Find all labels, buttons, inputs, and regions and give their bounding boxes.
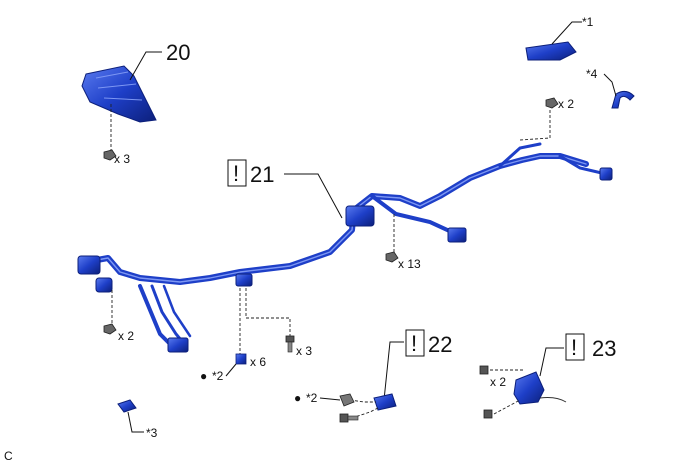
leader-20: [129, 51, 162, 81]
bullet-22: ●: [294, 391, 301, 405]
part-21-wire-harness: [77, 142, 613, 353]
callout-23: 23: [592, 336, 616, 361]
corner-code: C: [4, 449, 13, 463]
clip-icon-mid: [235, 353, 247, 365]
bolt-icon-23b: [483, 409, 493, 419]
callout-20: 20: [166, 40, 190, 65]
leader-21: [284, 173, 343, 219]
bolt-icon-mid: [285, 335, 295, 353]
note1-part: [525, 41, 577, 61]
bullet-mid: ●: [200, 369, 207, 383]
callout-22: 22: [428, 332, 452, 357]
caution-mark-23: !: [571, 335, 577, 360]
qty-top-right-clips: x 2: [558, 97, 574, 111]
note-4: *4: [586, 67, 598, 81]
caution-box-22: !: [405, 329, 425, 357]
part-23-bracket: [513, 371, 567, 405]
leader-note1: [551, 21, 582, 45]
qty-harness-clips: x 13: [398, 257, 421, 271]
leader-note2b: [319, 397, 341, 401]
leader-note3: [127, 411, 144, 433]
caution-mark-21: !: [233, 161, 239, 186]
clip-icon-20: [103, 149, 117, 161]
qty-20-clips: x 3: [114, 152, 130, 166]
note4-part: [611, 90, 635, 109]
dash-mid-2: [245, 288, 291, 336]
note-3: *3: [146, 426, 158, 440]
caution-box-21: !: [227, 159, 247, 187]
dash-top-right: [519, 110, 551, 141]
dash-23: [490, 369, 524, 415]
part-20-cover: [81, 65, 157, 123]
leader-note2a: [225, 363, 237, 377]
qty-23-bolts: x 2: [490, 375, 506, 389]
qty-mid-clips: x 6: [250, 355, 266, 369]
bolt-icon-22: [339, 413, 359, 423]
callout-21: 21: [250, 162, 274, 187]
leader-note4: [603, 73, 617, 97]
qty-left-clips: x 2: [118, 329, 134, 343]
clip-icon-22: [339, 393, 355, 407]
note-2a: *2: [212, 369, 224, 383]
note-1: *1: [582, 15, 594, 29]
qty-mid-bolts: x 3: [296, 344, 312, 358]
clip-icon-top-right: [545, 97, 559, 109]
part-22-bracket: [373, 393, 397, 411]
clip-icon-harness: [385, 251, 399, 263]
caution-box-23: !: [565, 333, 585, 361]
note-2b: *2: [306, 391, 318, 405]
bolt-icon-23a: [479, 365, 489, 375]
leader-22: [383, 341, 404, 401]
note3-part: [117, 399, 137, 413]
dash-22: [349, 399, 379, 419]
caution-mark-22: !: [411, 331, 417, 356]
leader-23: [539, 347, 564, 377]
clip-icon-left: [103, 323, 117, 335]
